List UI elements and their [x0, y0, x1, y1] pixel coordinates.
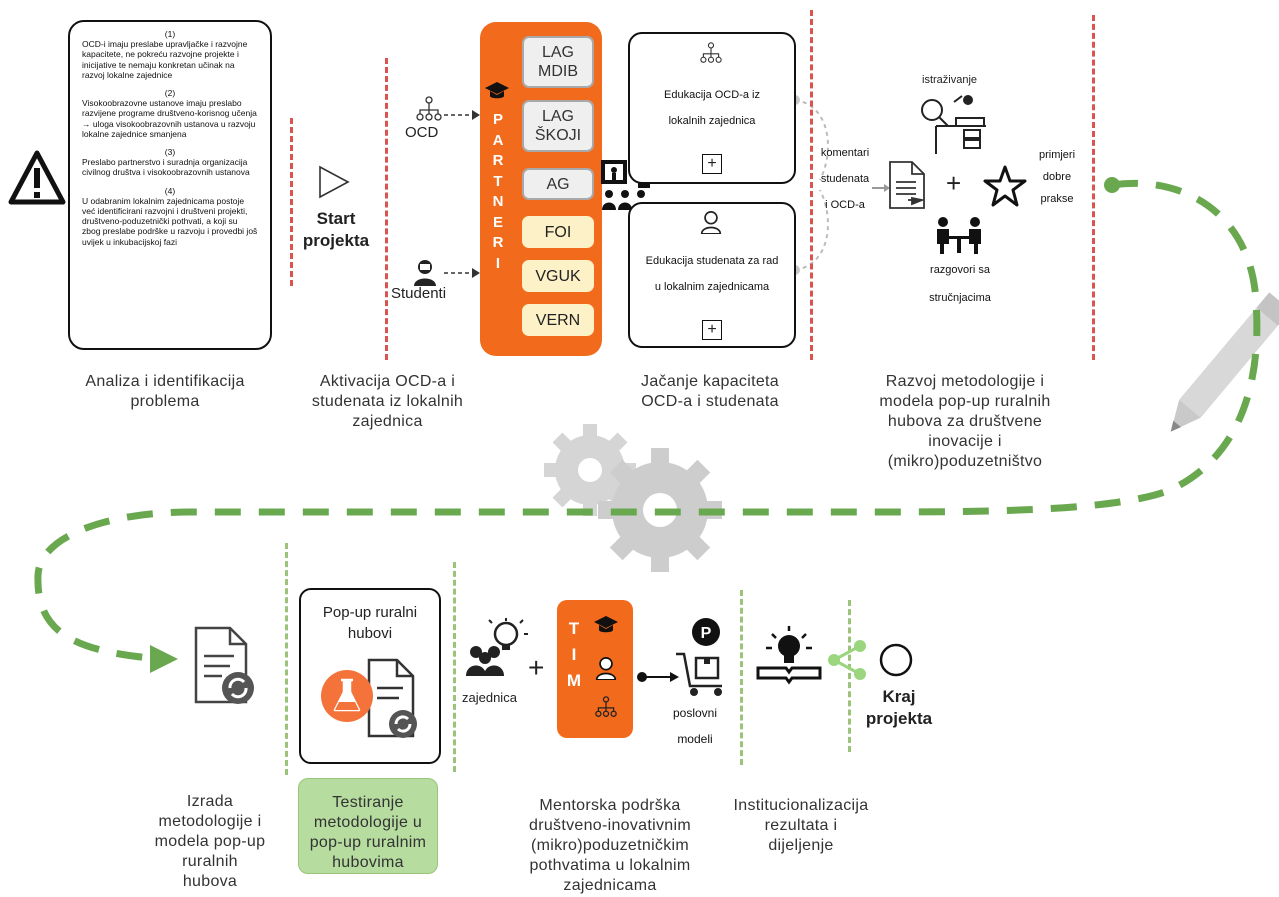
- warning-icon: [8, 150, 66, 211]
- problem-box: (1) OCD-i imaju preslabe upravljačke i r…: [68, 20, 272, 350]
- green-flow-path: [34, 179, 1261, 662]
- expand-plus-icon[interactable]: +: [702, 320, 722, 340]
- problem-text-4: U odabranim lokalnim zajednicama postoje…: [82, 195, 258, 247]
- document-icon: [886, 160, 928, 215]
- graduation-cap-icon: [593, 614, 619, 641]
- book-idea-icon: [756, 626, 822, 691]
- student-icon: [412, 258, 438, 291]
- org-network-icon: [595, 696, 617, 723]
- star-icon: [982, 164, 1028, 213]
- comments-arrow: [872, 180, 890, 198]
- partner-ag: AG: [522, 168, 594, 200]
- partner-vguk: VGUK: [522, 260, 594, 292]
- divider-red-2: [385, 58, 388, 360]
- path-start-dot: [1104, 177, 1120, 193]
- problem-num-3: (3): [164, 147, 176, 158]
- problem-num-2: (2): [164, 88, 176, 99]
- problem-num-4: (4): [164, 185, 176, 196]
- research-label: istraživanje: [922, 74, 978, 86]
- divider-green-3: [740, 590, 743, 765]
- svg-text:P: P: [701, 625, 712, 642]
- org-network-icon: [416, 96, 442, 127]
- methodology-document-icon: [186, 622, 266, 717]
- divider-green-4: [848, 600, 851, 752]
- problem-text-3: Preslabo partnerstvo i suradnja organiza…: [82, 157, 250, 178]
- pencil-icon: [1170, 292, 1279, 432]
- student-icon: [700, 210, 722, 239]
- student-icon: [595, 656, 617, 685]
- experts-talk-icon: [934, 214, 984, 261]
- divider-red-4: [1092, 15, 1095, 360]
- share-icon: [826, 638, 868, 687]
- graduation-cap-icon: [484, 80, 510, 107]
- students-arrow: [444, 266, 480, 284]
- end-circle-icon: [878, 642, 914, 683]
- research-desk-icon: [916, 92, 988, 161]
- business-cart-icon: P: [672, 616, 732, 703]
- divider-green-1: [285, 543, 288, 775]
- community-idea-icon: [464, 618, 536, 683]
- divider-red-1: [290, 118, 293, 286]
- path-arrowhead: [150, 645, 178, 673]
- mentoring-plus: +: [528, 652, 545, 683]
- team-to-business-arrow: [636, 670, 680, 689]
- problem-text-1: OCD-i imaju preslabe upravljačke i razvo…: [82, 39, 248, 80]
- divider-green-2: [453, 562, 456, 772]
- ocd-label: OCD: [405, 124, 439, 141]
- students-label: Studenti: [391, 285, 447, 302]
- community-label: zajednica: [462, 690, 517, 705]
- partner-foi: FOI: [522, 216, 594, 248]
- start-triangle-icon: [318, 165, 350, 204]
- problem-list: (1) OCD-i imaju preslabe upravljačke i r…: [70, 22, 270, 247]
- partner-vern: VERN: [522, 304, 594, 336]
- lab-flask-document-icon: [317, 652, 427, 757]
- divider-red-3: [810, 10, 813, 360]
- expand-plus-icon[interactable]: +: [702, 154, 722, 174]
- problem-num-1: (1): [164, 29, 176, 39]
- research-plus: +: [946, 168, 962, 198]
- org-network-icon: [700, 42, 722, 69]
- problem-text-2: Visokoobrazovne ustanove imaju preslabo …: [82, 98, 257, 139]
- ocd-arrow: [444, 108, 480, 126]
